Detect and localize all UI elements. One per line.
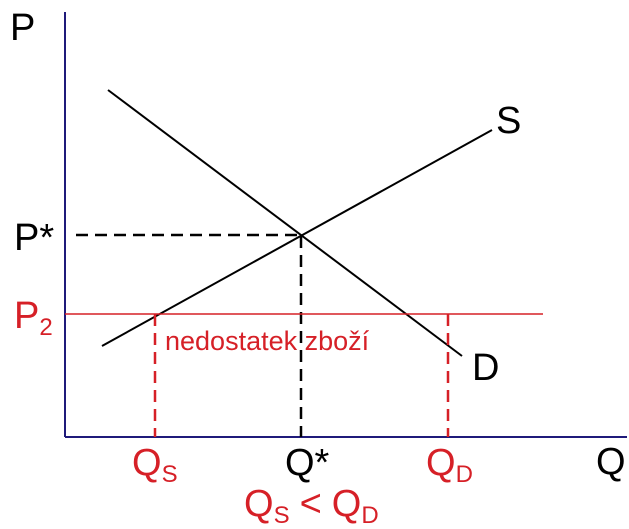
demand-label: D — [472, 347, 499, 389]
shortage-text: nedostatek zboží — [165, 326, 370, 356]
supply-label: S — [496, 100, 521, 142]
qs-label: QS — [132, 442, 178, 488]
supply-curve — [101, 129, 493, 347]
price-ceiling-label: P2 — [14, 295, 53, 341]
inequality-label: QS<QD — [244, 483, 379, 529]
y-axis-label: P — [10, 7, 35, 49]
equilibrium-quantity-label: Q* — [285, 442, 330, 484]
equilibrium-price-label: P* — [14, 217, 54, 259]
x-axis-label: Q — [596, 441, 626, 483]
qd-label: QD — [426, 442, 473, 488]
demand-curve — [107, 89, 463, 357]
